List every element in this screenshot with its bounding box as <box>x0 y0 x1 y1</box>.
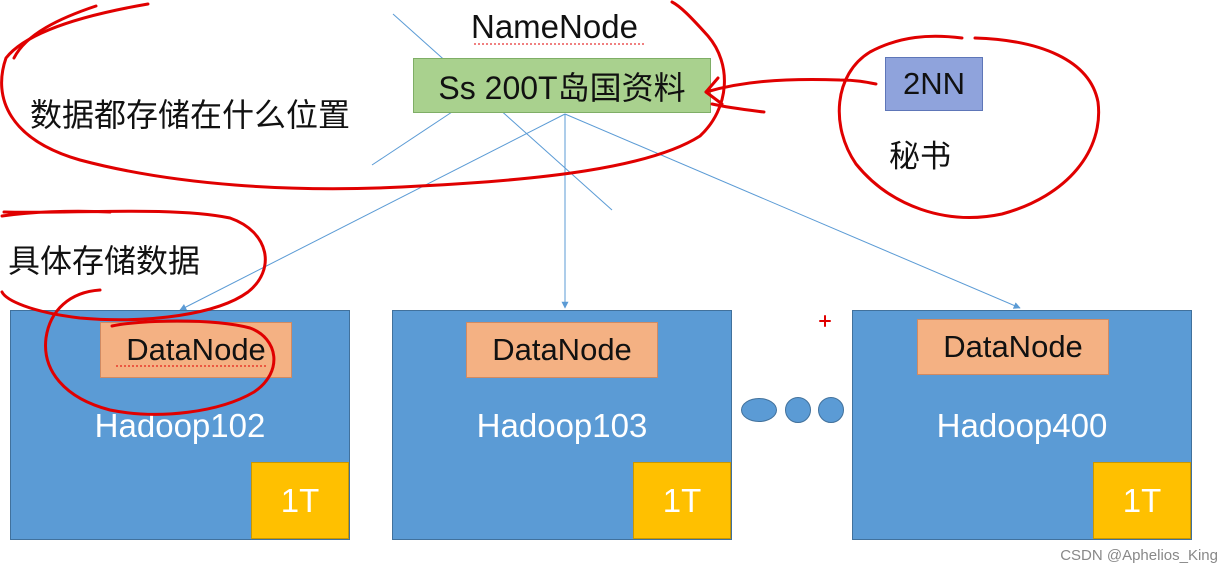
namenode-title: NameNode <box>471 8 638 45</box>
datanode-label: DataNode <box>943 329 1083 364</box>
disk-label: 1T <box>1122 481 1162 519</box>
datanode-box: DataNode <box>100 322 292 378</box>
namenode-box: Ss 200T岛国资料 <box>413 58 711 113</box>
disk-capacity: 1T <box>1093 462 1191 539</box>
datanode-box: DataNode <box>466 322 658 378</box>
datanode-label: DataNode <box>492 332 632 367</box>
arrow-to-hadoop400 <box>564 113 1021 309</box>
disk-label: 1T <box>280 481 320 519</box>
host-hadoop400: DataNode Hadoop400 1T <box>852 310 1192 540</box>
arrow-to-hadoop102 <box>179 113 566 311</box>
host-name: Hadoop400 <box>936 407 1108 444</box>
host-name: Hadoop102 <box>94 407 266 444</box>
decor-line-2 <box>371 111 453 166</box>
host-hadoop102: DataNode Hadoop102 1T <box>10 310 350 540</box>
watermark: CSDN @Aphelios_King <box>1060 547 1218 564</box>
metadata-note: 数据都存储在什么位置 <box>30 97 351 133</box>
disk-capacity: 1T <box>251 462 349 539</box>
ellipsis-dot <box>818 397 844 423</box>
namenode-content: Ss 200T岛国资料 <box>438 69 686 106</box>
secondary-namenode-box: 2NN <box>885 57 983 111</box>
storage-note: 具体存储数据 <box>8 243 201 279</box>
ellipsis-dot <box>741 398 777 422</box>
datanode-label: DataNode <box>126 332 266 367</box>
host-hadoop103: DataNode Hadoop103 1T <box>392 310 732 540</box>
datanode-box: DataNode <box>917 319 1109 375</box>
host-name: Hadoop103 <box>476 407 648 444</box>
secondary-namenode-caption: 秘书 <box>889 139 951 174</box>
disk-label: 1T <box>662 481 702 519</box>
ellipsis-dot <box>785 397 811 423</box>
disk-capacity: 1T <box>633 462 731 539</box>
secondary-namenode-label: 2NN <box>902 66 965 101</box>
